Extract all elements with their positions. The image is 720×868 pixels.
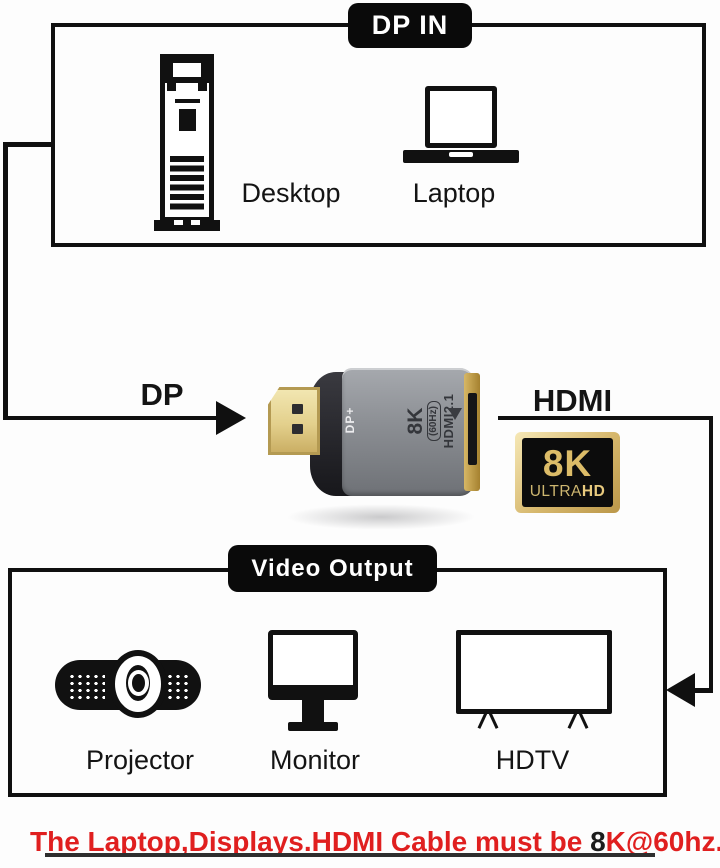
monitor-label: Monitor bbox=[269, 745, 361, 775]
footer-text-before: The Laptop,Displays.HDMI Cable must be bbox=[30, 826, 591, 857]
adapter-spec-markings: 8K (60Hz) HDMI2.1 bbox=[404, 393, 457, 449]
ultra-text: ULTRA bbox=[529, 483, 582, 501]
desktop-tower-icon bbox=[152, 52, 222, 234]
dp-in-badge: DP IN bbox=[348, 3, 472, 48]
8k-badge-text: 8K bbox=[542, 443, 593, 485]
hdmi-label: HDMI bbox=[532, 383, 613, 418]
hdmi-line-vertical bbox=[708, 415, 713, 693]
footer-text-after: K@60hz. bbox=[605, 826, 720, 857]
hdmi-arrow-icon bbox=[666, 673, 695, 707]
projector-icon bbox=[55, 650, 205, 720]
adapter-port-arrow-icon bbox=[448, 408, 462, 420]
hdmi-line-bottom bbox=[692, 688, 713, 693]
laptop-label: Laptop bbox=[412, 178, 496, 208]
footer-note: The Laptop,Displays.HDMI Cable must be 8… bbox=[30, 826, 720, 858]
adapter-body bbox=[342, 368, 474, 496]
video-output-badge-label: Video Output bbox=[251, 554, 414, 582]
desktop-label: Desktop bbox=[241, 178, 341, 208]
8k-ultrahd-badge: 8K ULTRAHD bbox=[515, 432, 620, 513]
dp-line-vertical bbox=[3, 142, 8, 420]
hdtv-label: HDTV bbox=[495, 745, 570, 775]
adapter-dpplus-marking: DP+ bbox=[343, 406, 357, 434]
monitor-icon bbox=[268, 630, 360, 732]
projector-label: Projector bbox=[85, 745, 195, 775]
hdtv-icon bbox=[456, 630, 614, 730]
adapter-dp-plug bbox=[268, 387, 320, 455]
dp-in-badge-label: DP IN bbox=[371, 10, 449, 40]
dp-arrow-icon bbox=[216, 401, 246, 435]
hdmi-line-horizontal bbox=[498, 415, 713, 420]
adapter-shadow bbox=[286, 504, 476, 530]
laptop-icon bbox=[403, 86, 519, 166]
footer-underline bbox=[45, 853, 655, 857]
footer-highlight: 8 bbox=[590, 826, 606, 857]
video-output-badge: Video Output bbox=[228, 545, 437, 592]
dp-label: DP bbox=[140, 377, 184, 412]
hd-text: HD bbox=[581, 483, 606, 501]
input-section-box bbox=[51, 23, 706, 247]
dp-line-horizontal bbox=[3, 415, 217, 420]
adapter-hdmi-port bbox=[468, 393, 477, 465]
dp-line-top bbox=[3, 142, 53, 147]
adapter-image: DP+ 8K (60Hz) HDMI2.1 bbox=[266, 366, 484, 546]
